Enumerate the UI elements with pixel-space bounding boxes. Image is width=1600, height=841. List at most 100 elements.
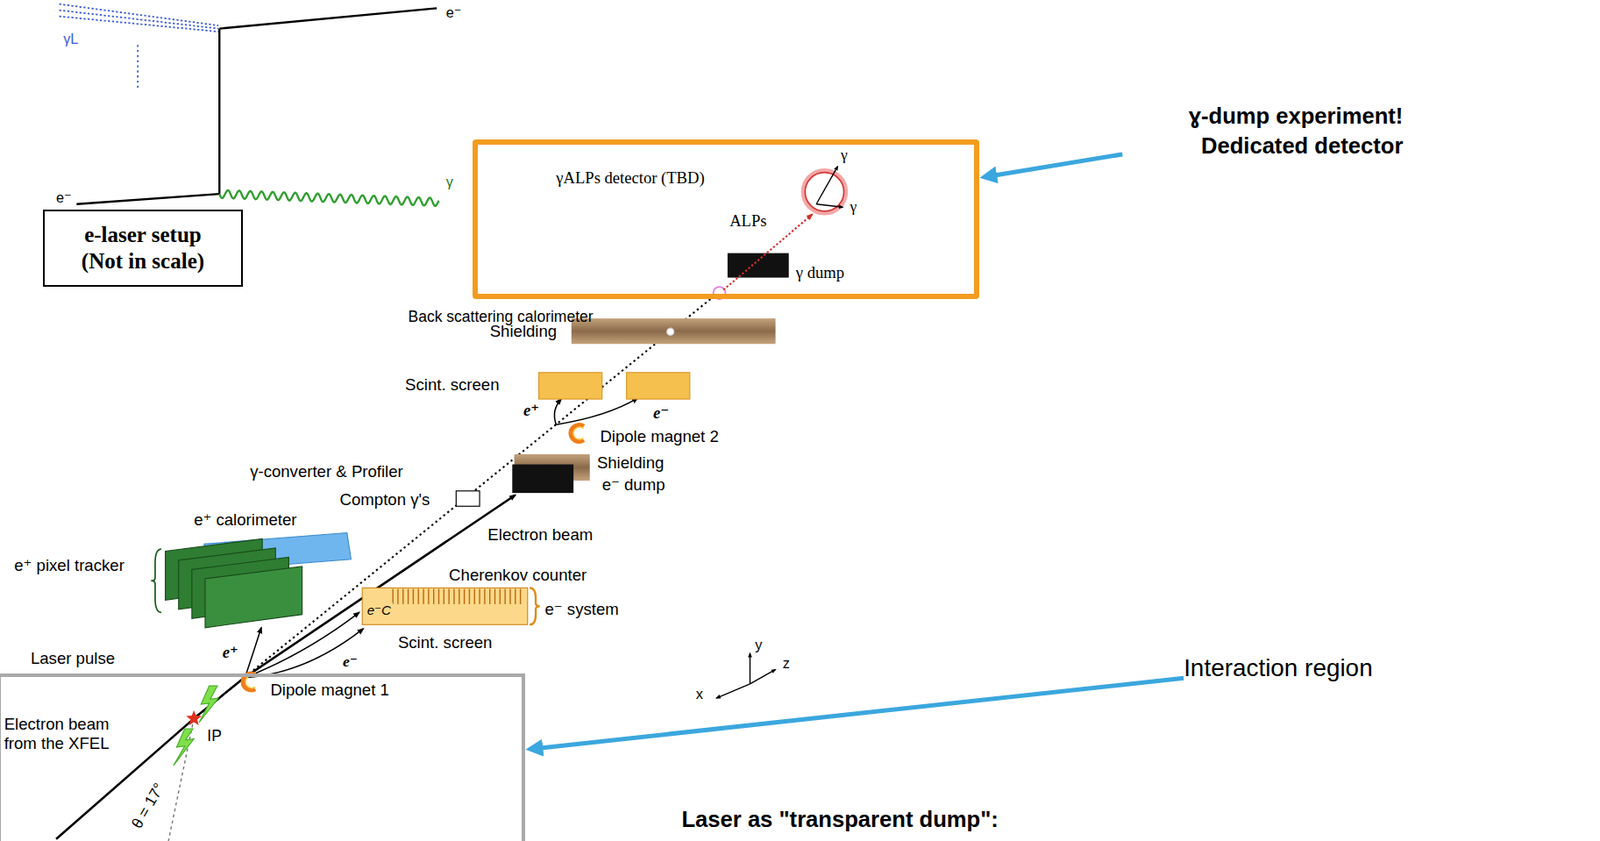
note-text: Laser as "transparent dump": <box>681 805 998 833</box>
particle-label: ALPs <box>729 211 767 231</box>
callout-arrow <box>986 154 1123 177</box>
angle-label: θ = 17° <box>128 780 169 832</box>
part-label: Dipole magnet 2 <box>599 426 719 447</box>
alp-detector <box>816 204 843 207</box>
feynman-diagram <box>76 193 220 205</box>
dump-and-screens <box>571 318 776 344</box>
feynman-diagram <box>59 4 440 207</box>
particle-tracks <box>244 611 359 677</box>
alp-detector <box>816 166 838 205</box>
alp-detector <box>803 170 847 214</box>
laser-pulse-symbol <box>199 685 219 723</box>
cherenkov-cell <box>438 589 440 605</box>
callout-arrow <box>532 677 1184 749</box>
magnet-symbol <box>570 425 584 442</box>
magnet-symbol <box>245 675 256 688</box>
cherenkov-cell <box>433 589 434 605</box>
cherenkov-cell <box>489 589 491 605</box>
particle-tracks <box>555 398 638 425</box>
cherenkov-cell <box>469 589 470 605</box>
cherenkov-cell <box>448 589 449 605</box>
region-box: Dipole magnet 1 Electron beam from the XF… <box>0 673 526 841</box>
beam-lines <box>56 296 715 841</box>
cherenkov-counter <box>529 587 541 625</box>
part-label: Electron beam from the XFEL <box>4 714 128 754</box>
cherenkov-cell <box>397 589 399 605</box>
feynman-diagram <box>136 44 139 90</box>
cherenkov-counter <box>362 587 541 625</box>
axis-symbol <box>716 653 776 698</box>
detector-label: γALPs detector (TBD) <box>555 168 704 188</box>
interaction-point <box>185 710 202 726</box>
axis-label: x <box>696 685 704 704</box>
dump-and-screens <box>455 490 480 506</box>
cherenkov-cell <box>509 589 511 605</box>
laser-pulse-symbol <box>173 728 194 766</box>
dump-and-screens <box>667 327 675 335</box>
part-label: e⁺ pixel tracker <box>14 555 125 576</box>
feynman-diagram <box>59 10 220 29</box>
cherenkov-cell <box>412 589 414 605</box>
axis-symbol <box>749 668 776 683</box>
pixel-tracker <box>150 548 162 612</box>
particle-tracks <box>244 628 363 678</box>
feynman-diagram <box>59 4 220 26</box>
cherenkov-cell <box>418 589 420 605</box>
particle-label: e⁻ <box>446 4 463 22</box>
note-box: e-laser setup (Not in scale) <box>42 209 243 287</box>
cherenkov-cell <box>443 589 445 605</box>
cherenkov-cell <box>407 589 409 605</box>
note-text: e-laser setup (Not in scale) <box>71 221 214 275</box>
part-label: Dipole magnet 1 <box>270 680 389 700</box>
part-label: e⁻ dump <box>602 475 666 495</box>
cherenkov-cell <box>478 589 480 605</box>
feynman-diagram <box>59 16 220 32</box>
photon-label: γ <box>446 173 454 192</box>
cherenkov-cell <box>494 589 496 605</box>
part-label: e⁻ system <box>545 599 619 619</box>
photon-wave <box>219 190 439 207</box>
part-label: e⁺ calorimeter <box>193 510 297 530</box>
part-label: Shielding <box>597 453 665 473</box>
alp-detector <box>727 253 790 278</box>
particle-tracks <box>244 398 638 678</box>
photon-label: γL <box>63 30 79 49</box>
part-label: Electron beam <box>487 525 593 545</box>
interaction-point <box>185 710 202 726</box>
part-label: Compton γ's <box>340 490 431 510</box>
photon-label: γ <box>850 197 858 216</box>
particle-tracks <box>554 398 562 425</box>
cherenkov-cell <box>453 589 455 605</box>
cherenkov-cell <box>519 589 521 605</box>
cherenkov-cell <box>483 589 485 605</box>
axis-label: z <box>782 654 790 673</box>
part-label: Shielding <box>490 321 558 342</box>
point-label: IP <box>206 726 222 746</box>
pixel-tracker <box>150 533 351 628</box>
cherenkov-cell <box>514 589 516 605</box>
alp-detector <box>723 166 847 291</box>
part-label: Cherenkov counter <box>448 565 587 585</box>
cherenkov-cell <box>463 589 465 605</box>
part-label: Scint. screen <box>405 375 499 395</box>
particle-tracks <box>244 627 262 678</box>
dump-and-screens <box>512 464 574 494</box>
part-label: Scint. screen <box>398 632 492 653</box>
part-label: γ dump <box>796 263 845 283</box>
axis-label: y <box>754 636 762 655</box>
cherenkov-cell <box>458 589 460 605</box>
cherenkov-cell <box>474 589 476 605</box>
particle-label: e⁻C <box>365 602 393 619</box>
callout-text: Interaction region <box>1183 653 1373 683</box>
magnet-symbol <box>242 425 584 690</box>
axis-symbol <box>749 653 751 684</box>
part-label: γ-converter & Profiler <box>249 462 404 482</box>
callout-text: Interaction region <box>1183 653 1373 683</box>
particle-label: e⁺ <box>523 400 540 420</box>
callout-text: ɣ-dump experiment! Dedicated detector <box>1122 101 1403 161</box>
cherenkov-cell <box>427 589 429 605</box>
cherenkov-cell <box>402 589 404 605</box>
particle-label: e⁻ <box>56 189 72 207</box>
axis-symbol <box>716 683 750 698</box>
callout-text: ɣ-dump experiment! Dedicated detector <box>1122 101 1403 161</box>
